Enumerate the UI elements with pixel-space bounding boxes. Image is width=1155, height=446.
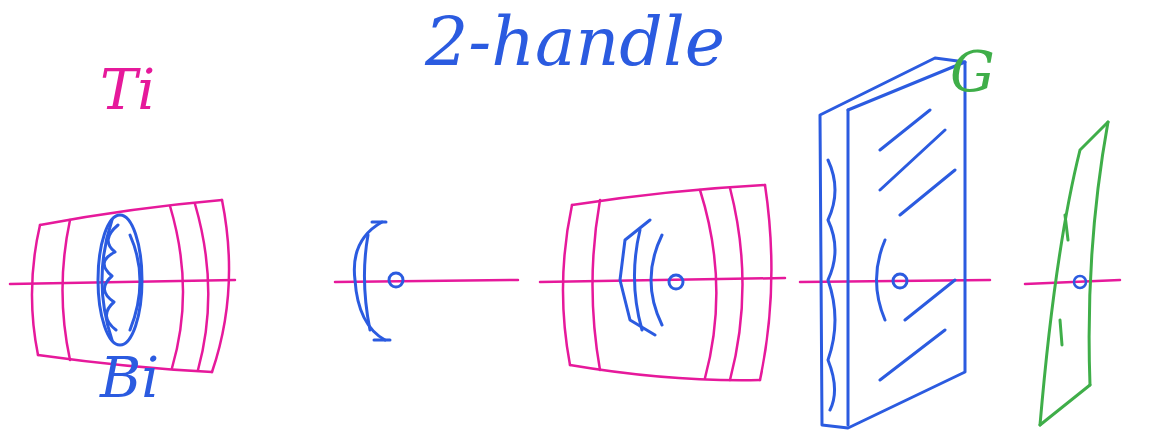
- tube-neighbourhood: [32, 200, 229, 372]
- core-point: [1074, 276, 1086, 288]
- core-disc: [98, 215, 142, 345]
- thickened-slab: [820, 58, 965, 428]
- disc-label: Bi: [100, 350, 159, 406]
- sheet-label: G: [950, 44, 995, 100]
- tube-neighbourhood: [563, 185, 771, 380]
- core-disc: [620, 220, 683, 335]
- sheet: [1040, 122, 1108, 425]
- core-disc: [354, 222, 403, 340]
- tube-label: Ti: [100, 62, 155, 118]
- heading: 2-handle: [425, 8, 725, 76]
